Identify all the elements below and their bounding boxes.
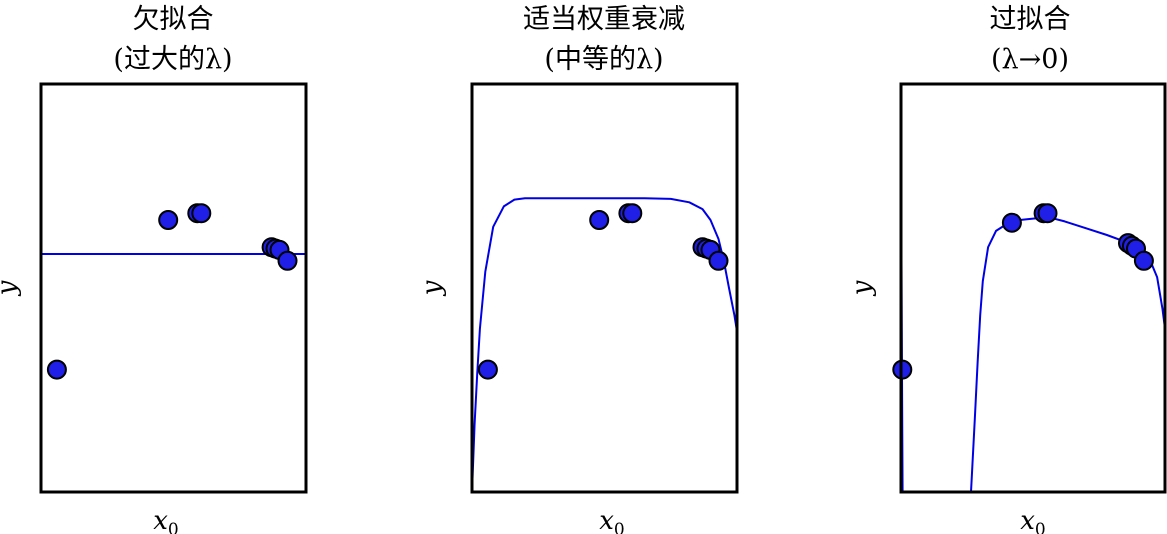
panel-2-title-line1: 适当权重衰减	[523, 4, 685, 35]
panel-1-x-label: x0	[153, 506, 179, 534]
panel-3-data-point-8	[1133, 250, 1154, 271]
panel-2-title-line2: (中等的λ)	[544, 44, 663, 75]
panel-2-data-point-1	[477, 359, 498, 380]
panel-2-data-point-2	[589, 210, 610, 230]
panel-weight-decay: 适当权重衰减 (中等的λ) y x0	[417, 4, 739, 534]
panel-3-plot-area	[892, 84, 1166, 492]
panel-3-title-line2: (λ→0)	[991, 44, 1069, 75]
panel-overfit: 过拟合 (λ→0) y x0	[847, 4, 1167, 534]
panel-2-data-point-4	[622, 203, 643, 224]
panel-1-data-point-1	[46, 359, 67, 380]
panel-2-fit-curve	[472, 197, 738, 492]
panel-underfit: 欠拟合 (过大的λ) y x0	[0, 4, 308, 534]
panel-2-data-point-8	[708, 250, 729, 271]
panel-3-data-point-2	[1001, 212, 1022, 233]
panel-1-title-line2: (过大的λ)	[113, 44, 232, 75]
panel-2-x-label: x0	[599, 506, 625, 534]
panel-2-plot-area	[472, 197, 738, 492]
panel-1-title-line1: 欠拟合	[133, 4, 214, 35]
panel-3-data-point-4	[1037, 203, 1058, 224]
panel-1-data-point-4	[191, 203, 212, 224]
panel-2-frame	[470, 82, 739, 494]
panel-3-title-line1: 过拟合	[990, 4, 1071, 35]
panel-3-x-label: x0	[1020, 506, 1046, 534]
panel-1-plot-area	[41, 203, 306, 380]
panel-1-y-label: y	[0, 280, 22, 296]
panel-1-data-point-8	[277, 250, 298, 271]
panel-2-y-label: y	[417, 280, 447, 296]
panel-3-frame	[899, 82, 1167, 494]
panel-3-y-label: y	[847, 280, 877, 296]
panel-1-data-point-2	[158, 210, 179, 230]
panel-1-frame	[39, 82, 308, 494]
